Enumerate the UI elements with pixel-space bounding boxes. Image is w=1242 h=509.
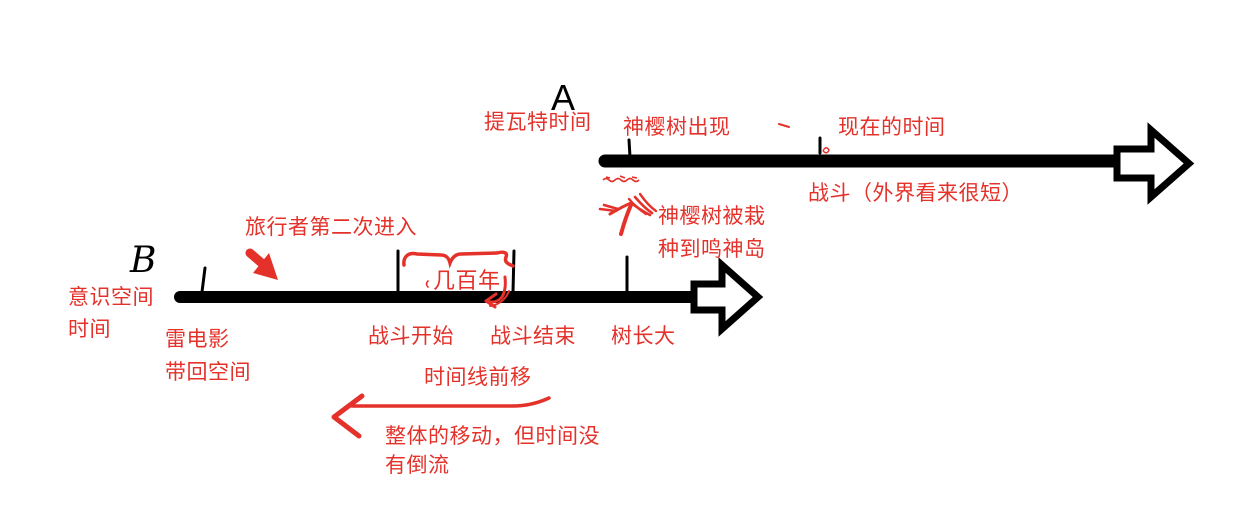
red-small-down-arrow-icon [425,275,510,309]
tick-sakura-appears [627,138,632,159]
timeline-b-axis-label-line1: 意识空间 [68,286,154,309]
label-battle-end: 战斗结束 [490,325,576,348]
label-current-time: 现在的时间 [838,116,946,139]
label-move-note-line1: 整体的移动，但时间没 [385,425,600,448]
tiny-red-dash-scribble [778,123,790,128]
label-sakura-planted-line1: 神樱树被栽 [658,205,766,228]
label-several-hundred-years: 几百年 [433,268,501,293]
label-tree-grown: 树长大 [611,325,676,348]
timeline-b-axis-label-line2: 时间 [68,318,111,341]
label-battle-short-outside: 战斗（外界看来很短） [808,182,1023,205]
label-raiden-line1: 雷电影 [165,328,230,351]
label-sakura-planted-line2: 种到鸣神岛 [658,238,766,261]
label-sakura-appears: 神樱树出现 [623,116,731,139]
timeline-b-arrow-icon [690,257,764,337]
red-downright-arrow-icon [245,248,278,280]
timeline-a-axis-label: 提瓦特时间 [484,111,592,134]
tiny-red-mark-scribble [822,147,830,154]
tiny-red-scribble-text [602,175,640,183]
red-up-arrow-icon [598,192,658,236]
label-move-note-line2: 有倒流 [385,454,450,477]
label-raiden-line2: 带回空间 [165,361,251,384]
label-traveler-second-entry: 旅行者第二次进入 [245,216,417,239]
label-battle-start: 战斗开始 [368,325,454,348]
timeline-a-letter: A [551,77,576,118]
tick-raiden-brings-back [200,266,207,294]
tick-battle-end [511,249,516,294]
red-curly-brace [402,250,515,269]
timeline-b-letter: B [130,240,157,281]
red-left-arrow-icon [331,393,551,439]
timeline-a-arrow-icon [1113,122,1195,205]
label-timeline-shift: 时间线前移 [424,366,532,389]
